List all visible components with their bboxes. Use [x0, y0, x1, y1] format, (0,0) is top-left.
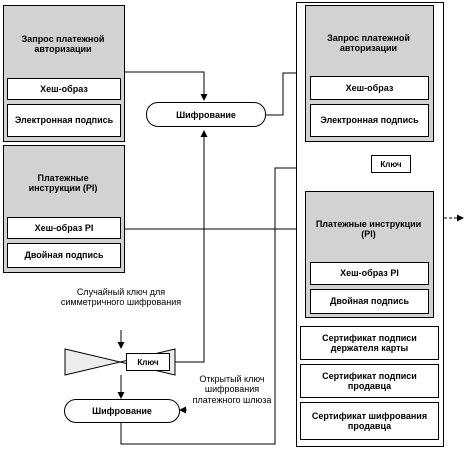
encryption-top: Шифрование	[146, 102, 266, 127]
hash-box-left: Хеш-образ	[7, 78, 121, 100]
seller-sign-cert-box: Сертификат подписи продавца	[300, 364, 439, 398]
digital-signature-box-right: Электронная подпись	[310, 104, 429, 137]
key-to-encryption-line	[175, 130, 208, 363]
auth-request-label-right: Запрос платежной авторизации	[327, 32, 410, 53]
auth-request-doc-left: Запрос платежной авторизации	[7, 10, 121, 74]
pi-doc-left: Платежные инструкции (PI)	[7, 149, 121, 213]
pi-doc-right: Платежные инструкции (PI)	[310, 196, 429, 258]
auth-request-label: Запрос платежной авторизации	[21, 33, 105, 54]
auth-to-encryption-line	[121, 71, 208, 101]
digital-signature-box-left: Электронная подпись	[7, 104, 121, 137]
encryption-to-key-line	[120, 164, 303, 445]
pi-label: Платежные инструкции (PI)	[28, 172, 98, 193]
random-key-label: Случайный ключ для симметричного шифрова…	[60, 287, 182, 308]
dual-signature-box-right: Двойная подпись	[310, 289, 429, 314]
encryption-to-right-line	[266, 69, 303, 116]
hash-box-right: Хеш-образ	[310, 76, 429, 100]
public-key-label: Открытый ключ шифрования платежного шлюз…	[192, 374, 272, 405]
cardholder-cert-box: Сертификат подписи держателя карты	[300, 326, 439, 360]
auth-request-doc-right: Запрос платежной авторизации	[310, 10, 429, 72]
dual-signature-box-left: Двойная подпись	[7, 243, 121, 268]
encryption-bottom: Шифрование	[64, 399, 180, 423]
seller-enc-cert-box: Сертификат шифрования продавца	[300, 402, 439, 440]
hash-pi-box-right: Хеш-образ PI	[310, 262, 429, 285]
key-label-left: Ключ	[126, 353, 170, 371]
key-label-right: Ключ	[371, 155, 411, 173]
pi-label-right: Платежные инструкции (PI)	[315, 218, 422, 239]
hash-pi-box-left: Хеш-образ PI	[7, 217, 121, 239]
